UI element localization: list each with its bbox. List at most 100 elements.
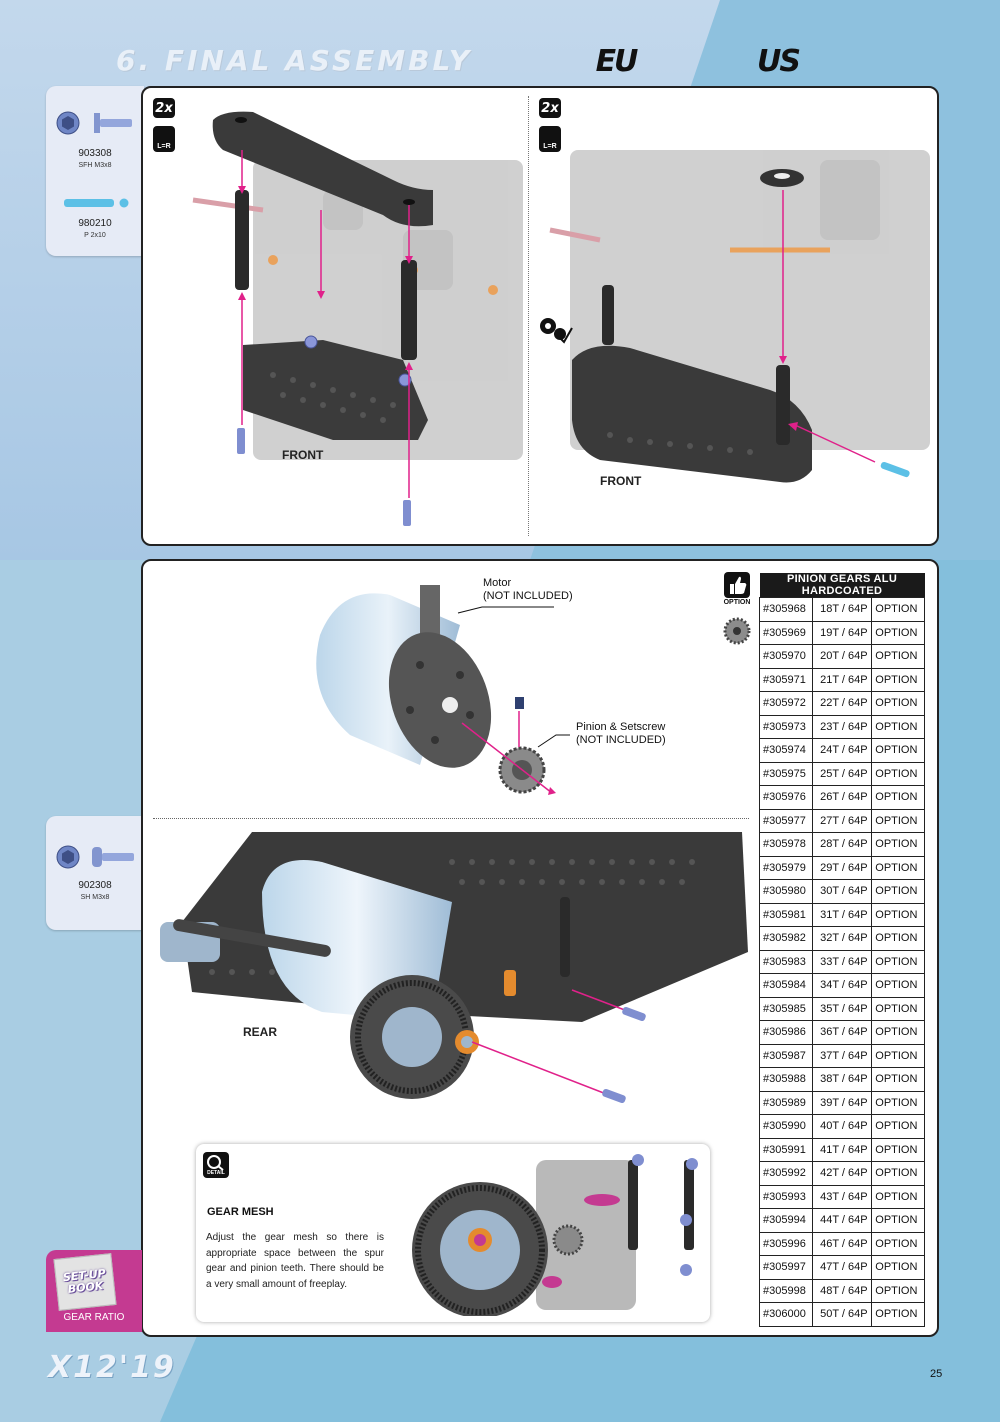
- logo-eu: EU: [556, 44, 676, 79]
- panel-divider: [528, 96, 529, 536]
- thumbs-up-icon: [724, 572, 750, 598]
- option-cell: OPTION: [871, 1302, 925, 1327]
- part-number-cell: #306000: [758, 1302, 814, 1327]
- option-cell: OPTION: [871, 597, 925, 622]
- gear-size-cell: 42T / 64P: [812, 1161, 873, 1186]
- gear-size-cell: 24T / 64P: [812, 738, 873, 763]
- lr-label: L=R: [157, 143, 171, 150]
- hardware-card-middle: 902308 SH M3x8: [46, 816, 144, 930]
- pinion-table-header: PINION GEARS ALU HARDCOATED: [759, 573, 925, 598]
- gear-size-cell: 46T / 64P: [812, 1231, 873, 1256]
- gear-mesh-title: GEAR MESH: [207, 1206, 274, 1218]
- gear-size-cell: 43T / 64P: [812, 1184, 873, 1209]
- gear-size-cell: 19T / 64P: [812, 620, 873, 645]
- option-cell: OPTION: [871, 1114, 925, 1139]
- gear-size-cell: 18T / 64P: [812, 597, 873, 622]
- pinion-gear-icon: [723, 617, 751, 645]
- gear-size-cell: 36T / 64P: [812, 1020, 873, 1045]
- hardware-code: 980210: [78, 218, 112, 229]
- part-number-cell: #305988: [758, 1067, 814, 1092]
- adjust-icon: [540, 318, 573, 344]
- part-number-cell: #305993: [758, 1184, 814, 1209]
- motor-callout-line: (NOT INCLUDED): [483, 590, 573, 602]
- logo-us-text: US: [757, 43, 801, 79]
- part-number-cell: #305968: [758, 597, 814, 622]
- part-number-cell: #305969: [758, 620, 814, 645]
- gear-size-cell: 31T / 64P: [812, 902, 873, 927]
- option-cell: OPTION: [871, 1278, 925, 1303]
- part-number-cell: #305982: [758, 926, 814, 951]
- gear-size-cell: 37T / 64P: [812, 1043, 873, 1068]
- hardware-desc: SFH M3x8: [78, 162, 112, 169]
- gear-size-cell: 35T / 64P: [812, 996, 873, 1021]
- pinion-callout-line: Pinion & Setscrew: [576, 721, 666, 733]
- rear-body-mount-illustration: [540, 150, 930, 483]
- part-number-cell: #305970: [758, 644, 814, 669]
- option-cell: OPTION: [871, 902, 925, 927]
- motor-callout-line: Motor: [483, 577, 512, 589]
- option-cell: OPTION: [871, 949, 925, 974]
- option-cell: OPTION: [871, 996, 925, 1021]
- part-number-cell: #305986: [758, 1020, 814, 1045]
- gear-size-cell: 29T / 64P: [812, 855, 873, 880]
- option-cell: OPTION: [871, 1043, 925, 1068]
- sfh-screw-icon: [56, 111, 132, 135]
- gear-size-cell: 21T / 64P: [812, 667, 873, 692]
- motor-illustration: [316, 585, 570, 795]
- part-number-cell: #305987: [758, 1043, 814, 1068]
- option-cell: OPTION: [871, 1255, 925, 1280]
- option-cell: OPTION: [871, 644, 925, 669]
- gear-size-cell: 26T / 64P: [812, 785, 873, 810]
- part-number-cell: #305977: [758, 808, 814, 833]
- option-cell: OPTION: [871, 1067, 925, 1092]
- part-number-cell: #305983: [758, 949, 814, 974]
- hardware-desc: P 2x10: [84, 232, 106, 239]
- front-label: FRONT: [282, 448, 324, 462]
- part-number-cell: #305976: [758, 785, 814, 810]
- part-number-cell: #305973: [758, 714, 814, 739]
- gear-size-cell: 33T / 64P: [812, 949, 873, 974]
- gear-ratio-label: GEAR RATIO: [63, 1312, 125, 1323]
- option-cell: OPTION: [871, 808, 925, 833]
- part-number-cell: #305994: [758, 1208, 814, 1233]
- gear-size-cell: 32T / 64P: [812, 926, 873, 951]
- gear-size-cell: 41T / 64P: [812, 1137, 873, 1162]
- page-number: 25: [930, 1368, 943, 1380]
- gear-size-cell: 25T / 64P: [812, 761, 873, 786]
- option-cell: OPTION: [871, 714, 925, 739]
- rear-label: REAR: [243, 1025, 278, 1039]
- page-title: 6. FINAL ASSEMBLY: [116, 44, 473, 77]
- gear-size-cell: 40T / 64P: [812, 1114, 873, 1139]
- part-number-cell: #305974: [758, 738, 814, 763]
- gear-size-cell: 47T / 64P: [812, 1255, 873, 1280]
- option-cell: OPTION: [871, 973, 925, 998]
- lr-badge: L=R: [153, 126, 175, 152]
- gear-size-cell: 44T / 64P: [812, 1208, 873, 1233]
- option-cell: OPTION: [871, 738, 925, 763]
- gear-size-cell: 50T / 64P: [812, 1302, 873, 1327]
- sh-screw-icon: [56, 845, 134, 869]
- front-label: FRONT: [600, 474, 642, 488]
- part-number-cell: #305998: [758, 1278, 814, 1303]
- motor-callout: Motor (NOT INCLUDED): [483, 577, 573, 603]
